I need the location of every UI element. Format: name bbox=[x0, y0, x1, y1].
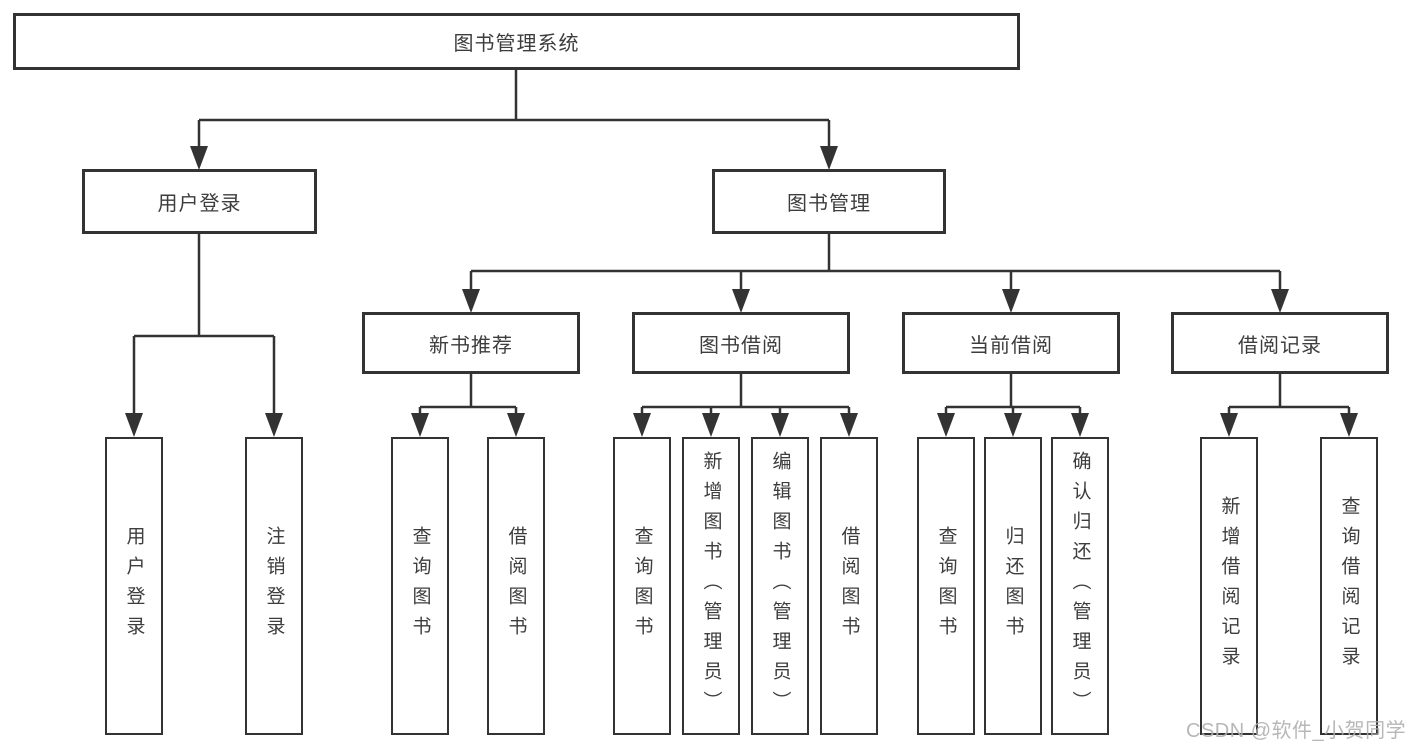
node-current-borrow: 当前借阅 bbox=[902, 312, 1120, 374]
leaf-br-query-borrow-record: 查询借阅记录 bbox=[1320, 437, 1378, 735]
leaf-cb-query-books: 查询图书 bbox=[917, 437, 975, 735]
node-borrow-records: 借阅记录 bbox=[1171, 312, 1389, 374]
leaf-bb-add-book-admin: 新增图书（管理员） bbox=[682, 437, 740, 735]
leaf-nb-borrow-books: 借阅图书 bbox=[487, 437, 545, 735]
node-root: 图书管理系统 bbox=[13, 13, 1020, 70]
leaf-cb-confirm-return-admin: 确认归还（管理员） bbox=[1051, 437, 1109, 735]
leaf-logout: 注销登录 bbox=[245, 437, 303, 735]
node-book-borrow: 图书借阅 bbox=[632, 312, 850, 374]
leaf-bb-query-books: 查询图书 bbox=[613, 437, 671, 735]
arrowheads bbox=[125, 146, 1358, 437]
node-book-management: 图书管理 bbox=[712, 169, 946, 234]
leaf-user-login: 用户登录 bbox=[105, 437, 163, 735]
leaf-nb-query-books: 查询图书 bbox=[391, 437, 449, 735]
node-new-book-recommend: 新书推荐 bbox=[362, 312, 580, 374]
leaf-bb-edit-book-admin: 编辑图书（管理员） bbox=[751, 437, 809, 735]
leaf-br-add-borrow-record: 新增借阅记录 bbox=[1200, 437, 1258, 735]
leaf-cb-return-books: 归还图书 bbox=[984, 437, 1042, 735]
watermark: CSDN @软件_小贺同学 bbox=[1186, 720, 1405, 742]
leaf-bb-borrow-books: 借阅图书 bbox=[820, 437, 878, 735]
node-user-login: 用户登录 bbox=[82, 169, 317, 234]
